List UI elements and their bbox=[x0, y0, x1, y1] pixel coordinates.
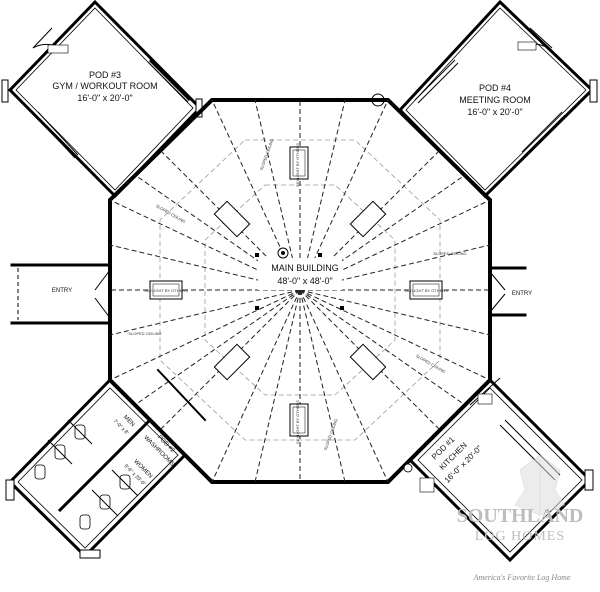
ceiling-note-2: SLOPED CEILING bbox=[433, 251, 466, 256]
entry-right-label: ENTRY bbox=[512, 291, 532, 297]
brand-sub: LOG HOMES bbox=[475, 529, 565, 544]
pod-4-size: 16'-0" x 20'-0" bbox=[467, 107, 522, 117]
main-building bbox=[108, 98, 492, 484]
pod-3-size: 16'-0" x 20'-0" bbox=[77, 93, 132, 103]
pod-4-label: POD #4 bbox=[479, 83, 511, 93]
skylight-note-left: SKYLIGHT BY OTHERS bbox=[144, 288, 188, 293]
ceiling-note-6: SLOPED CEILING bbox=[415, 353, 446, 374]
entry-right bbox=[488, 266, 527, 317]
main-building-size: 48'-0" x 48'-0" bbox=[277, 276, 332, 286]
pod-4-room: MEETING ROOM bbox=[459, 95, 531, 105]
skylights bbox=[149, 146, 443, 437]
ceiling-note-3: SLOPED CEILING bbox=[259, 138, 275, 171]
skylight-note-top: SKYLIGHT BY OTHERS bbox=[295, 143, 300, 187]
entry-left bbox=[10, 263, 112, 325]
brand-name: SOUTHLAND bbox=[457, 505, 584, 527]
ceiling-note-1: SLOPED CEILING bbox=[128, 331, 161, 336]
brand-tagline: America's Favorite Log Home bbox=[472, 573, 570, 582]
pod-3-room: GYM / WORKOUT ROOM bbox=[52, 81, 157, 91]
skylight-note-right: SKYLIGHT BY OTHERS bbox=[404, 288, 448, 293]
entry-left-label: ENTRY bbox=[52, 288, 72, 294]
pod-2-washrooms bbox=[5, 368, 207, 559]
skylight-note-bottom: SKYLIGHT BY OTHERS bbox=[295, 400, 300, 444]
pod-3-label: POD #3 bbox=[89, 70, 121, 80]
southland-logo bbox=[514, 454, 566, 520]
main-building-title: MAIN BUILDING bbox=[271, 263, 339, 273]
pod-1-kitchen bbox=[403, 377, 594, 563]
